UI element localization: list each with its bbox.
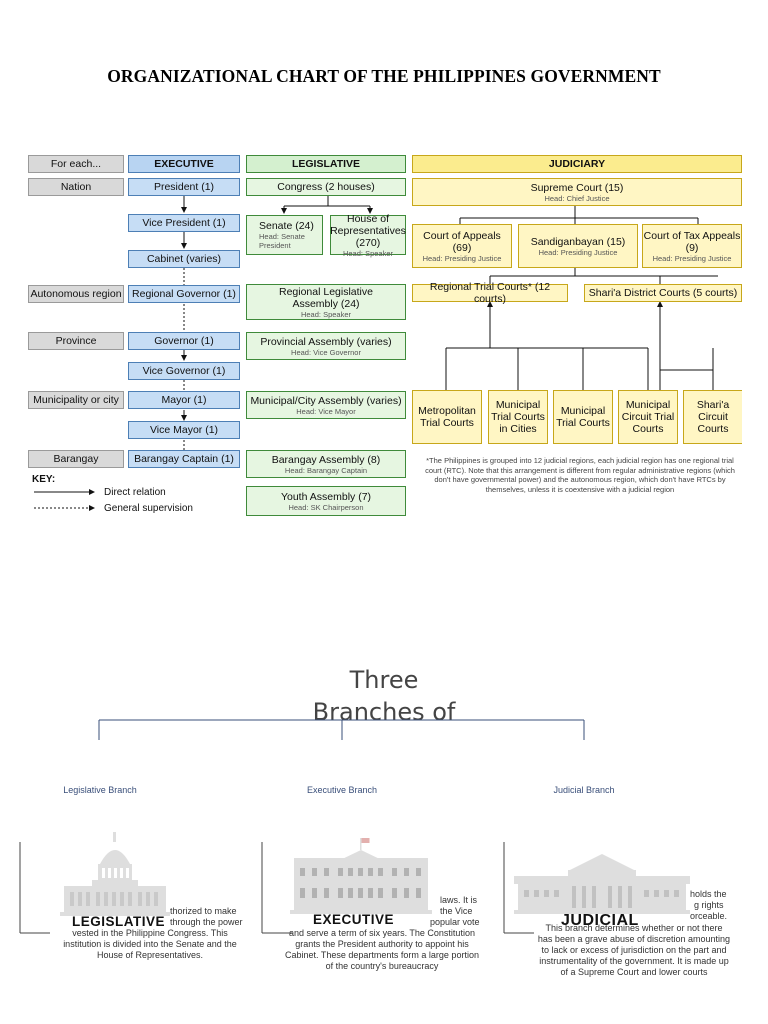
judicial-desc-line8: of a Supreme Court and lower courts bbox=[560, 967, 708, 977]
judicial-desc-line7: instrumentality of the government. It is… bbox=[539, 956, 729, 966]
executive-desc-line7: of the country's bureaucracy bbox=[325, 961, 439, 971]
leg-senate: Senate (24) Head: Senate President bbox=[246, 215, 323, 255]
row-header-nation: Nation bbox=[28, 178, 124, 196]
jud-court-of-appeals: Court of Appeals (69) Head: Presiding Ju… bbox=[412, 224, 512, 268]
branch-brackets bbox=[19, 842, 534, 934]
row-header-autonomous-region: Autonomous region bbox=[28, 285, 124, 303]
leg-barangay-assembly: Barangay Assembly (8) Head: Barangay Cap… bbox=[246, 450, 406, 478]
jud-sandiganbayan: Sandiganbayan (15) Head: Presiding Justi… bbox=[518, 224, 638, 268]
executive-desc-line1: laws. It is bbox=[440, 895, 478, 905]
executive-branch-label: Executive Branch bbox=[306, 785, 378, 795]
column-header-legislative: LEGISLATIVE bbox=[246, 155, 406, 173]
row-header-province: Province bbox=[28, 332, 124, 350]
executive-title: EXECUTIVE bbox=[313, 912, 395, 927]
executive-desc-line6: Cabinet. These departments form a large … bbox=[285, 950, 479, 960]
branches-title-text: Three Branches of bbox=[312, 666, 456, 726]
key-direct-relation: Direct relation bbox=[104, 487, 166, 498]
legislative-desc-line4: institution is divided into the Senate a… bbox=[63, 939, 237, 949]
jud-metropolitan-trial-courts: Metropolitan Trial Courts bbox=[412, 390, 482, 444]
page-title: ORGANIZATIONAL CHART OF THE PHILIPPINES … bbox=[107, 66, 661, 86]
exec-vice-governor: Vice Governor (1) bbox=[128, 362, 240, 380]
leg-regional-assembly: Regional Legislative Assembly (24) Head:… bbox=[246, 284, 406, 320]
judiciary-footnote: *The Philippines is grouped into 12 judi… bbox=[425, 456, 735, 494]
judicial-title: JUDICIAL bbox=[561, 912, 639, 929]
jud-regional-trial-courts: Regional Trial Courts* (12 courts) bbox=[412, 281, 568, 305]
judicial-desc-line2: g rights bbox=[694, 900, 724, 910]
legislative-desc-line5: House of Representatives. bbox=[96, 950, 204, 960]
judicial-desc-line5: has been a grave abuse of discretion amo… bbox=[537, 934, 731, 944]
jud-court-of-tax-appeals: Court of Tax Appeals (9) Head: Presiding… bbox=[642, 224, 742, 268]
exec-regional-governor: Regional Governor (1) bbox=[128, 285, 240, 303]
exec-governor: Governor (1) bbox=[128, 332, 240, 350]
executive-desc-line4: and serve a term of six years. The Const… bbox=[289, 928, 475, 938]
executive-desc-line3: popular vote bbox=[430, 917, 480, 927]
exec-president: President (1) bbox=[128, 178, 240, 196]
leg-provincial-assembly: Provincial Assembly (varies) Head: Vice … bbox=[246, 332, 406, 360]
row-header-municipality: Municipality or city bbox=[28, 391, 124, 409]
legislative-desc-line2: through the power bbox=[170, 917, 243, 927]
executive-desc-line5: grants the President authority to appoin… bbox=[295, 939, 469, 949]
branches-title: Three Branches of bbox=[0, 664, 768, 728]
jud-sharia-district-courts: Shari'a District Courts (5 courts) bbox=[584, 284, 742, 302]
exec-vice-mayor: Vice Mayor (1) bbox=[128, 421, 240, 439]
leg-house: House of Representatives (270) Head: Spe… bbox=[330, 212, 406, 258]
row-header-barangay: Barangay bbox=[28, 450, 124, 468]
exec-mayor: Mayor (1) bbox=[128, 391, 240, 409]
judicial-desc-line4: This branch determines whether or not th… bbox=[545, 923, 723, 933]
leg-municipal-assembly: Municipal/City Assembly (varies) Head: V… bbox=[246, 391, 406, 419]
judicial-desc-line3: orceable. bbox=[690, 911, 728, 921]
org-chart: For each... Nation Autonomous region Pro… bbox=[28, 152, 742, 516]
key-title: KEY: bbox=[32, 474, 56, 485]
legislative-branch-label: Legislative Branch bbox=[63, 785, 137, 795]
jud-municipal-trial-courts-cities: Municipal Trial Courts in Cities bbox=[488, 390, 548, 444]
exec-vice-president: Vice President (1) bbox=[128, 214, 240, 232]
judicial-branch-label: Judicial Branch bbox=[553, 785, 615, 795]
jud-municipal-trial-courts: Municipal Trial Courts bbox=[553, 390, 613, 444]
judicial-desc-line1: holds the bbox=[690, 889, 727, 899]
exec-barangay-captain: Barangay Captain (1) bbox=[128, 450, 240, 468]
legislative-desc-line3: vested in the Philippine Congress. This bbox=[72, 928, 228, 938]
key-general-supervision: General supervision bbox=[104, 503, 193, 514]
jud-supreme-court: Supreme Court (15) Head: Chief Justice bbox=[412, 178, 742, 206]
jud-municipal-circuit-trial-courts: Municipal Circuit Trial Courts bbox=[618, 390, 678, 444]
column-header-executive: EXECUTIVE bbox=[128, 155, 240, 173]
leg-congress: Congress (2 houses) bbox=[246, 178, 406, 196]
legislative-title: LEGISLATIVE bbox=[72, 914, 166, 929]
executive-desc-line2: the Vice bbox=[440, 906, 473, 916]
branches-connector bbox=[98, 719, 585, 740]
leg-youth-assembly: Youth Assembly (7) Head: SK Chairperson bbox=[246, 486, 406, 516]
legislative-desc-line1: thorized to make bbox=[170, 906, 237, 916]
jud-sharia-circuit-courts: Shari'a Circuit Courts bbox=[683, 390, 742, 444]
column-header-judiciary: JUDICIARY bbox=[412, 155, 742, 173]
judicial-desc-line6: to lack or excess of jurisdiction on the… bbox=[541, 945, 727, 955]
row-header-for-each: For each... bbox=[28, 155, 124, 173]
exec-cabinet: Cabinet (varies) bbox=[128, 250, 240, 268]
